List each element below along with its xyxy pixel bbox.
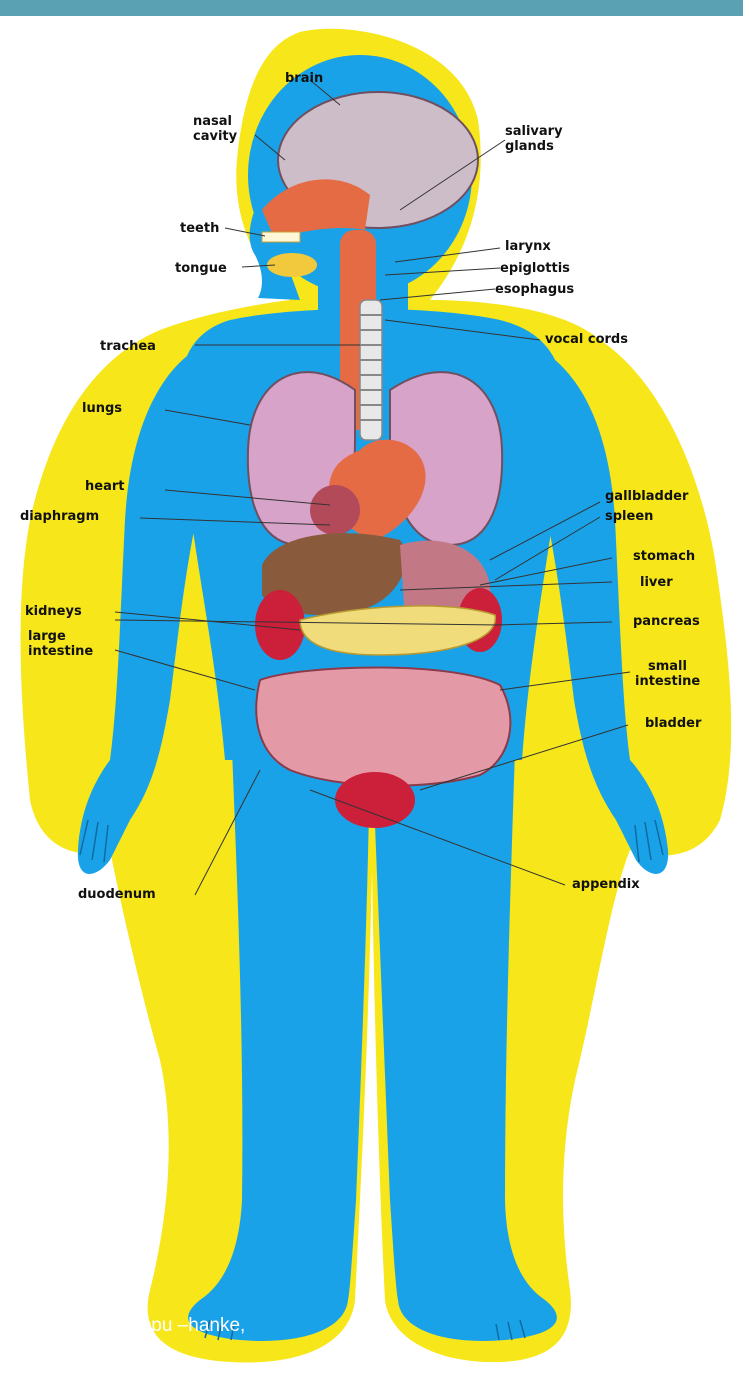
label-small-intestine-2: intestine — [635, 674, 700, 689]
label-pancreas: pancreas — [633, 614, 700, 629]
label-bladder: bladder — [645, 716, 702, 731]
label-duodenum: duodenum — [78, 887, 156, 902]
label-small-intestine-1: small — [648, 659, 687, 674]
label-stomach: stomach — [633, 549, 695, 564]
label-trachea: trachea — [100, 339, 156, 354]
label-epiglottis: epiglottis — [500, 261, 570, 276]
body-organs-diagram: brain nasal cavity salivary glands teeth… — [0, 16, 743, 1366]
label-larynx: larynx — [505, 239, 551, 254]
label-nasal-cavity: nasal cavity — [193, 114, 238, 144]
label-heart: heart — [85, 479, 124, 494]
label-esophagus: esophagus — [495, 282, 574, 297]
header-bar — [0, 0, 743, 16]
label-tongue: tongue — [175, 261, 227, 276]
teeth-shape — [262, 232, 300, 242]
label-salivary-glands: salivary glands — [505, 124, 567, 154]
label-teeth: teeth — [180, 221, 219, 236]
footer-line-1: kypärätemppu –hanke, — [52, 1307, 382, 1345]
bladder-shape — [335, 772, 415, 828]
label-brain: brain — [285, 71, 323, 86]
label-large-intestine-2: intestine — [28, 644, 93, 659]
label-liver: liver — [640, 575, 673, 590]
label-appendix: appendix — [572, 877, 640, 892]
label-kidneys: kidneys — [25, 604, 82, 619]
label-spleen: spleen — [605, 509, 653, 524]
footer-line-2: 2018 — [52, 1345, 382, 1383]
label-nasal-cavity-2: cavity — [193, 129, 238, 144]
label-salivary-glands-2: glands — [505, 139, 554, 154]
label-salivary-glands-1: salivary — [505, 124, 563, 139]
label-gallbladder: gallbladder — [605, 489, 689, 504]
label-large-intestine-1: large — [28, 629, 66, 644]
label-diaphragm: diaphragm — [20, 509, 99, 524]
label-lungs: lungs — [82, 401, 122, 416]
label-nasal-cavity-1: nasal — [193, 114, 232, 129]
footer-caption: kypärätemppu –hanke, 2018 — [52, 1307, 382, 1383]
intestine-shape — [256, 668, 510, 786]
diaphragm-organ — [310, 485, 360, 535]
left-kidney — [255, 590, 305, 660]
label-vocal-cords: vocal cords — [545, 332, 628, 347]
